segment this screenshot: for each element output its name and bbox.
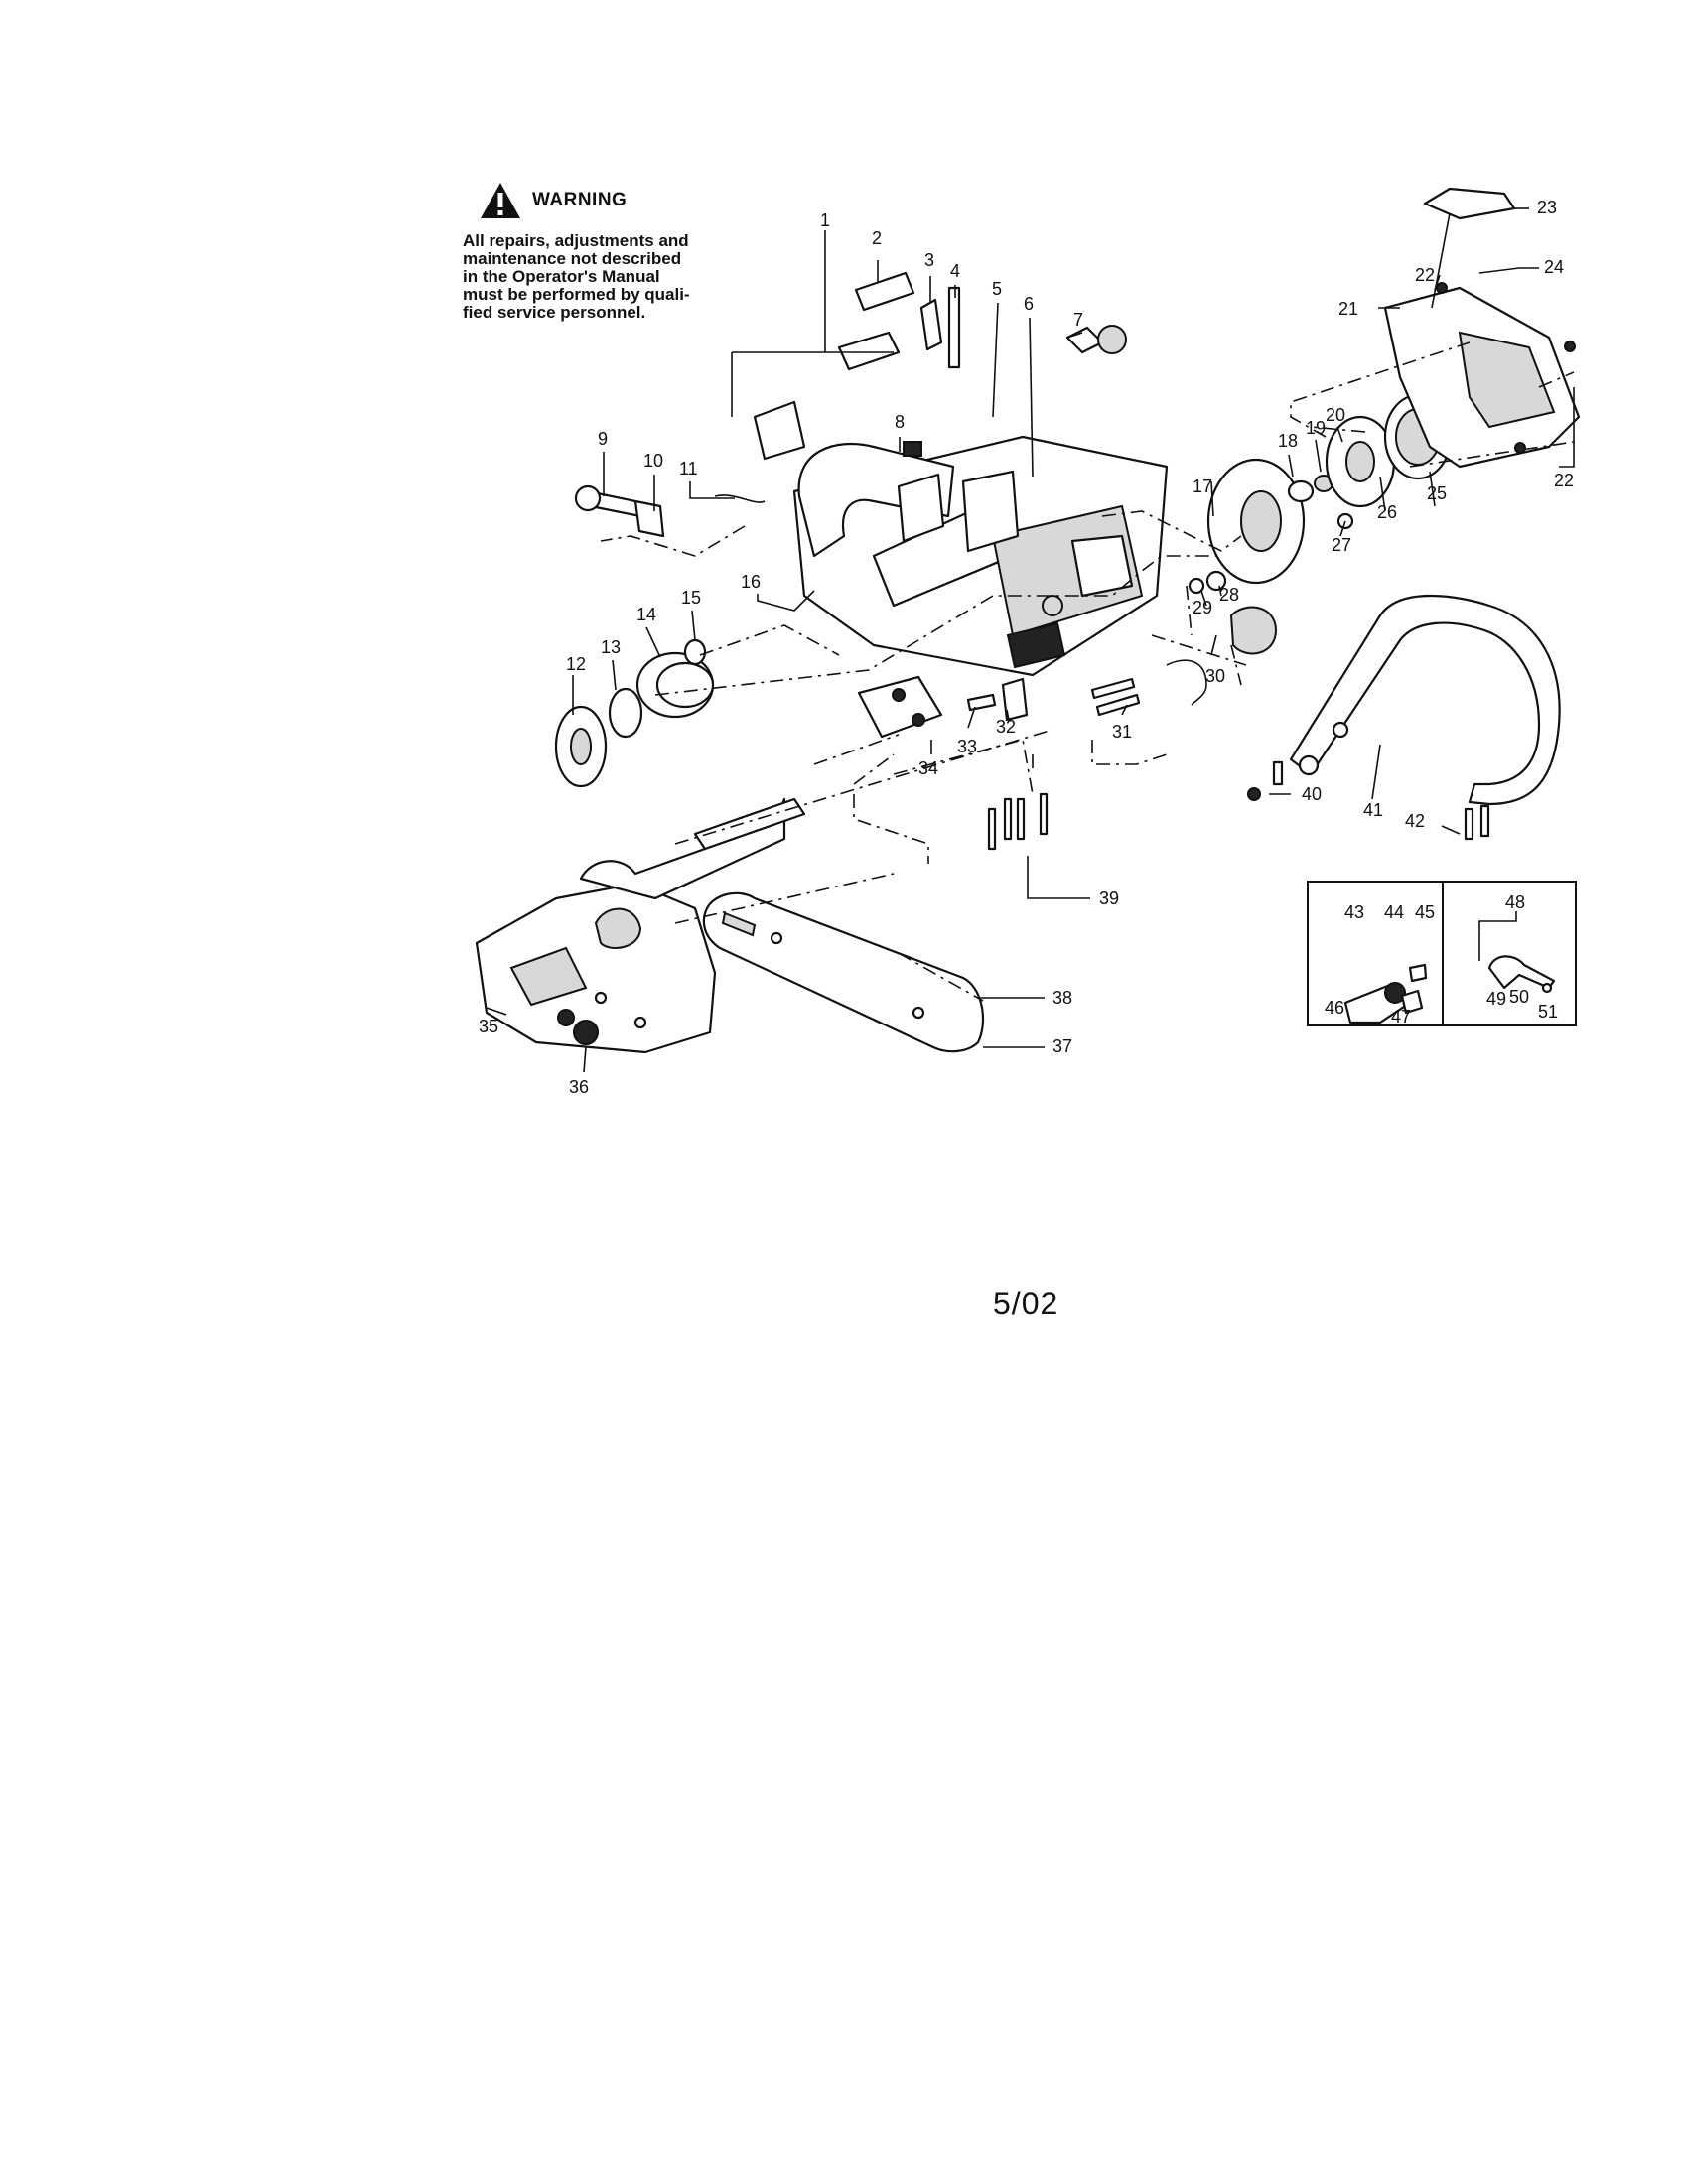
- callout-32: 32: [996, 717, 1016, 737]
- callout-42: 42: [1405, 811, 1425, 831]
- callout-29: 29: [1193, 598, 1212, 617]
- callout-28: 28: [1219, 585, 1239, 605]
- callout-34: 34: [918, 758, 938, 778]
- callout-14: 14: [636, 605, 656, 624]
- callout-26: 26: [1377, 502, 1397, 522]
- callout-20: 20: [1326, 405, 1345, 425]
- callout-46: 46: [1325, 998, 1344, 1018]
- part-callouts: 1 2 3 4 5 6 7 8 9 10 11 12 13 14 15 16 1…: [479, 198, 1574, 1097]
- callout-41: 41: [1363, 800, 1383, 820]
- shaft-parts: [574, 484, 766, 538]
- callout-2: 2: [872, 228, 882, 248]
- callout-45: 45: [1415, 902, 1435, 922]
- callout-25: 25: [1427, 483, 1447, 503]
- warning-triangle-icon: [481, 183, 520, 218]
- callout-12: 12: [566, 654, 586, 674]
- callout-3: 3: [924, 250, 934, 270]
- leader-lines: [486, 207, 1575, 1073]
- warning-header: WARNING: [479, 181, 751, 220]
- brake-parts: [857, 675, 1029, 739]
- callout-43: 43: [1344, 902, 1364, 922]
- callout-22b: 22: [1554, 471, 1574, 490]
- callout-44: 44: [1384, 902, 1404, 922]
- callout-48: 48: [1505, 892, 1525, 912]
- callout-22a: 22: [1415, 265, 1435, 285]
- callout-39: 39: [1099, 888, 1119, 908]
- engine-housing: [792, 435, 1169, 677]
- warning-text: All repairs, adjustments and maintenance…: [463, 231, 690, 322]
- callout-50: 50: [1509, 987, 1529, 1007]
- callout-31: 31: [1112, 722, 1132, 742]
- callout-47: 47: [1391, 1007, 1411, 1026]
- handle-parts: [753, 271, 1127, 461]
- guide-bar: [702, 891, 985, 1053]
- revision-date: 5/02: [993, 1286, 1059, 1321]
- callout-37: 37: [1052, 1036, 1072, 1056]
- callout-35: 35: [479, 1017, 498, 1036]
- warning-notice: WARNING All repairs, adjustments and mai…: [463, 181, 751, 322]
- callout-38: 38: [1052, 988, 1072, 1008]
- callout-6: 6: [1024, 294, 1034, 314]
- callout-15: 15: [681, 588, 701, 608]
- callout-13: 13: [601, 637, 621, 657]
- handle-bar: [1247, 594, 1561, 841]
- callout-5: 5: [992, 279, 1002, 299]
- callout-17: 17: [1193, 477, 1212, 496]
- clutch-parts: [554, 638, 715, 788]
- callout-11: 11: [679, 459, 698, 478]
- callout-24: 24: [1544, 257, 1564, 277]
- callout-18: 18: [1278, 431, 1298, 451]
- callout-49: 49: [1486, 989, 1506, 1009]
- callout-7: 7: [1073, 310, 1083, 330]
- assembly-guide-lines: [600, 341, 1575, 924]
- callout-16: 16: [741, 572, 761, 592]
- callout-36: 36: [569, 1077, 589, 1097]
- callout-30: 30: [1205, 666, 1225, 686]
- carb-parts: [1090, 570, 1278, 717]
- detail-inset: [1307, 881, 1577, 1026]
- warning-title: WARNING: [532, 190, 628, 210]
- bolt-parts: [987, 792, 1049, 851]
- callout-19: 19: [1306, 418, 1326, 438]
- callout-9: 9: [598, 429, 608, 449]
- callout-33: 33: [957, 737, 977, 756]
- callout-10: 10: [643, 451, 663, 471]
- callout-23: 23: [1537, 198, 1557, 217]
- callout-51: 51: [1538, 1002, 1558, 1022]
- inset-parts: [1343, 955, 1556, 1024]
- recoil-parts: [1206, 187, 1581, 585]
- callout-1: 1: [820, 210, 830, 230]
- side-cover: [475, 797, 806, 1054]
- callout-4: 4: [950, 261, 960, 281]
- callout-40: 40: [1302, 784, 1322, 804]
- parts-artwork: [475, 187, 1581, 1054]
- callout-27: 27: [1332, 535, 1351, 555]
- callout-8: 8: [895, 412, 905, 432]
- callout-21: 21: [1338, 299, 1358, 319]
